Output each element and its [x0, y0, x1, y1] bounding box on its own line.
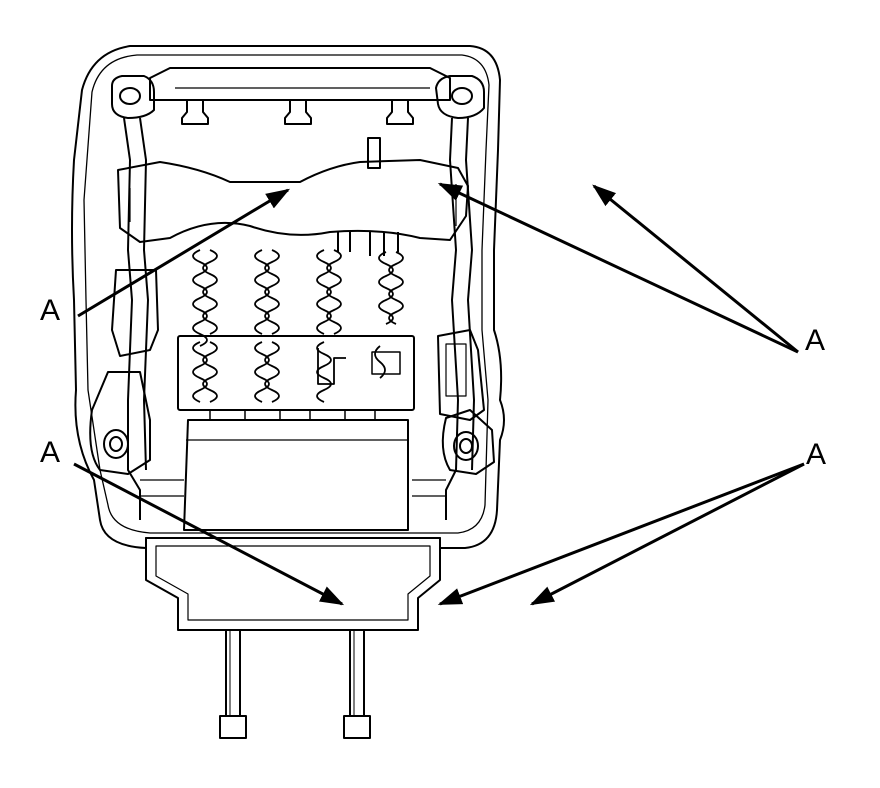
callout-label-a: A	[806, 438, 827, 471]
leader-arrow	[73, 462, 345, 606]
seat-pan-block	[183, 419, 409, 531]
front-rail	[149, 67, 451, 101]
leg-foot-right	[343, 715, 371, 739]
side-bracket-right	[437, 329, 485, 421]
leader-arrow	[529, 462, 805, 606]
cushion-outline	[71, 45, 505, 549]
leg-right	[349, 630, 365, 717]
center-panel	[177, 335, 415, 411]
callout-label-a: A	[805, 324, 826, 357]
anchor-bracket-left	[89, 371, 151, 475]
zigzag-springs	[192, 249, 404, 347]
side-rail-right	[445, 117, 459, 520]
anchor-bracket-right	[441, 409, 495, 475]
leader-arrow	[77, 188, 291, 318]
corner-bracket-left	[111, 75, 155, 119]
rail-clip	[181, 100, 209, 125]
bottom-tray	[145, 537, 441, 631]
upper-cross-bar	[117, 159, 469, 243]
leader-arrow	[437, 462, 805, 606]
callout-label-a: A	[40, 294, 61, 327]
corner-bracket-right	[435, 75, 485, 119]
leader-arrow	[437, 182, 799, 354]
side-rail-left	[123, 117, 141, 520]
leader-arrows	[73, 182, 805, 606]
leg-foot-left	[219, 715, 247, 739]
leg-left	[225, 630, 241, 717]
leader-arrow	[592, 184, 799, 354]
rail-clip	[284, 100, 312, 125]
rail-clip	[386, 100, 414, 125]
callout-label-a: A	[40, 436, 61, 469]
